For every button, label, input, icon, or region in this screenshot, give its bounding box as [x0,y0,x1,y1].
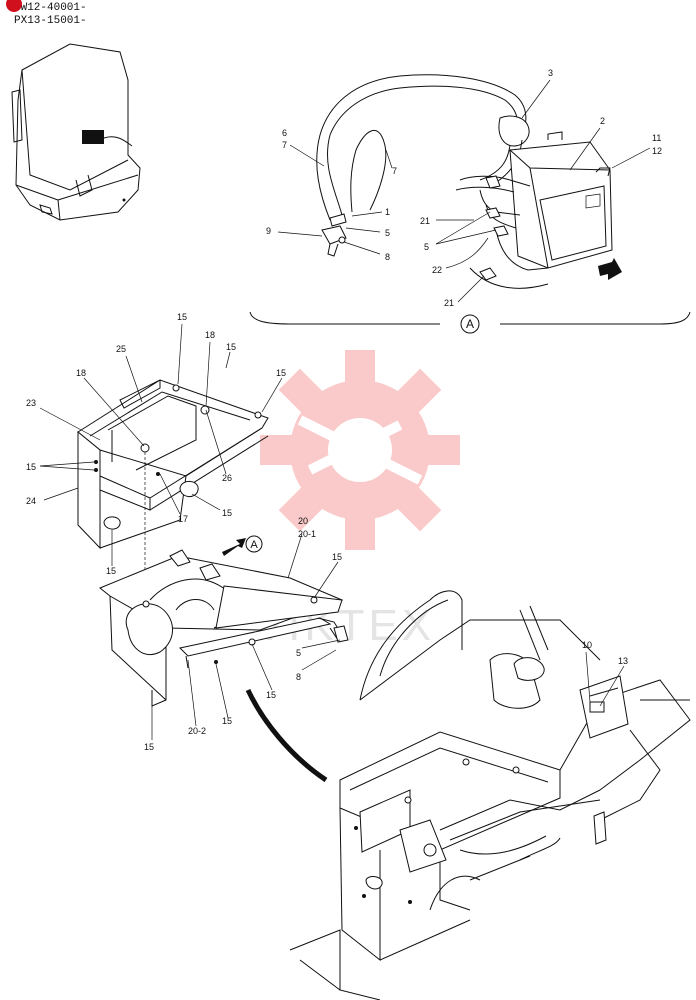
label-20-1: 20-1 [298,529,316,539]
label-15e: 15 [222,508,232,518]
label-23: 23 [26,398,36,408]
cab-thumbnail [11,43,141,221]
serial-number-1: PW12-40001- [6,0,87,15]
placement-arrow [245,688,328,783]
label-6: 6 [282,128,287,138]
label-15a: 15 [177,312,187,322]
heater-bracket-assembly: A [99,535,349,707]
floor-cover-assembly [77,379,269,600]
label-15h: 15 [266,690,276,700]
detail-a-callout-text: A [466,317,474,331]
label-5c: 5 [296,648,301,658]
label-15j: 15 [144,742,154,752]
serial-text-2: PX13-15001- [14,15,87,27]
label-20-2: 20-2 [188,726,206,736]
detail-a-callout-2-text: A [250,539,258,551]
label-15f: 15 [106,566,116,576]
label-15i: 15 [222,716,232,726]
label-21a: 21 [420,216,430,226]
label-3: 3 [548,68,553,78]
part-labels: 3 2 6 7 7 11 12 1 5 9 8 21 5 22 21 15 18… [26,68,662,752]
watermark-gear-icon [260,350,460,550]
label-10: 10 [582,640,592,650]
leader-lines [39,79,651,740]
label-17: 17 [178,514,188,524]
label-8a: 8 [385,252,390,262]
detail-a-bracket [249,311,691,325]
label-1: 1 [385,207,390,217]
machine-frame [289,590,691,1000]
serial-number-2: PX13-15001- [14,15,87,28]
label-26: 26 [222,473,232,483]
label-8b: 8 [296,672,301,682]
label-15b: 15 [226,342,236,352]
label-15c: 15 [276,368,286,378]
label-18b: 18 [76,368,86,378]
label-25: 25 [116,344,126,354]
label-2: 2 [600,116,605,126]
label-12: 12 [652,146,662,156]
serial-text-1: PW12-40001- [14,2,87,14]
label-9: 9 [266,226,271,236]
label-13: 13 [618,656,628,666]
label-15g: 15 [332,552,342,562]
label-22: 22 [432,265,442,275]
label-7b: 7 [392,166,397,176]
label-24: 24 [26,496,36,506]
label-21b: 21 [444,298,454,308]
detail-a-heater [316,74,622,289]
detail-a-callout [460,314,480,334]
label-15d: 15 [26,462,36,472]
label-5a: 5 [385,228,390,238]
label-18a: 18 [205,330,215,340]
brand-badge-icon [6,0,22,12]
label-5b: 5 [424,242,429,252]
label-20: 20 [298,516,308,526]
label-7a: 7 [282,140,287,150]
label-11: 11 [652,133,661,143]
